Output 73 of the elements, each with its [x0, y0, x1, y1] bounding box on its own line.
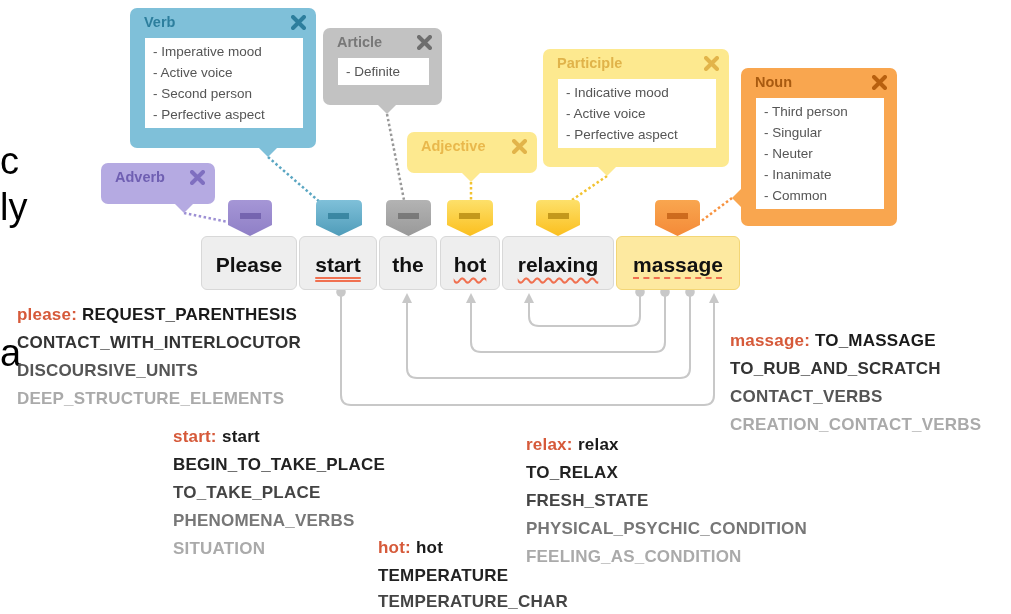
attribute-text: - Active voice — [153, 64, 234, 82]
sense-label: TO_MASSAGE — [815, 331, 936, 351]
sense-label: CONTACT_VERBS — [730, 387, 883, 407]
sense-label: PHENOMENA_VERBS — [173, 511, 355, 531]
sense-key: hot: — [378, 538, 411, 558]
sense-label: TO_TAKE_PLACE — [173, 483, 321, 503]
popup-title: Adverb — [115, 169, 165, 185]
word-text: start — [315, 253, 361, 278]
sense-label: relax — [578, 435, 619, 455]
sense-label: REQUEST_PARENTHESIS — [82, 305, 298, 325]
popup-title: Noun — [755, 74, 793, 90]
token-box — [502, 236, 614, 290]
sense-key: start: — [173, 427, 217, 447]
word-text: hot — [453, 253, 487, 278]
dependency-arrow — [466, 287, 670, 353]
sense-key: massage: — [730, 331, 811, 351]
token-box — [201, 236, 297, 290]
popup-title: Verb — [144, 14, 176, 30]
token-box — [379, 236, 437, 290]
token-box — [616, 236, 740, 290]
sense-key: relax: — [526, 435, 573, 455]
word-text: the — [392, 253, 424, 278]
leader-line — [469, 182, 473, 200]
slide-text-fragment: ly — [0, 186, 28, 229]
attribute-text: - Active voice — [566, 105, 647, 123]
token-box — [299, 236, 377, 290]
attribute-text: - Definite — [346, 63, 402, 81]
leader-line — [183, 211, 229, 224]
sense-label: TEMPERATURE — [378, 566, 509, 586]
dependency-arrow — [524, 287, 645, 327]
sense-label: TO_RUB_AND_SCRATCH — [730, 359, 941, 379]
slide-text-fragment: c — [0, 140, 19, 183]
attribute-text: - Indicative mood — [566, 84, 670, 102]
token-box — [440, 236, 500, 290]
sense-label: TO_RELAX — [526, 463, 618, 483]
sense-label: SITUATION — [173, 539, 266, 559]
sense-label: BEGIN_TO_TAKE_PLACE — [173, 455, 385, 475]
tag-tab — [536, 200, 580, 236]
sense-label: PHYSICAL_PSYCHIC_CONDITION — [526, 519, 808, 539]
popup-title: Adjective — [421, 138, 486, 154]
tag-tab — [228, 200, 272, 236]
sense-label: start — [222, 427, 260, 447]
attribute-text: - Inanimate — [764, 166, 833, 184]
word-text: massage — [633, 253, 723, 278]
leader-line — [571, 174, 608, 202]
attribute-text: - Second person — [153, 85, 254, 103]
sense-label: hot — [416, 538, 444, 558]
word-text: Please — [215, 253, 283, 278]
attribute-text: - Imperative mood — [153, 43, 263, 61]
word-text: relaxing — [517, 253, 599, 278]
popup-title: Article — [337, 34, 383, 50]
sense-label: DEEP_STRUCTURE_ELEMENTS — [17, 389, 285, 409]
popup-title: Participle — [557, 55, 623, 71]
attribute-text: - Neuter — [764, 145, 814, 163]
dependency-arrow — [336, 287, 719, 406]
attribute-text: - Common — [764, 187, 828, 205]
sense-label: FRESH_STATE — [526, 491, 649, 511]
leader-line — [699, 197, 733, 223]
tag-tab — [386, 200, 431, 236]
sense-key: please: — [17, 305, 77, 325]
dependency-arrow — [402, 287, 695, 379]
leader-line — [385, 113, 406, 201]
leader-line — [267, 156, 322, 204]
attribute-text: - Third person — [764, 103, 849, 121]
attribute-text: - Perfective aspect — [153, 106, 266, 124]
sense-label: CREATION_CONTACT_VERBS — [730, 415, 982, 435]
tag-tab — [447, 200, 493, 236]
tag-tab — [316, 200, 362, 236]
sense-label: TEMPERATURE_CHAR — [378, 592, 568, 612]
attribute-text: - Perfective aspect — [566, 126, 679, 144]
attribute-text: - Singular — [764, 124, 823, 142]
sense-label: FEELING_AS_CONDITION — [526, 547, 742, 567]
tag-tab — [655, 200, 700, 236]
